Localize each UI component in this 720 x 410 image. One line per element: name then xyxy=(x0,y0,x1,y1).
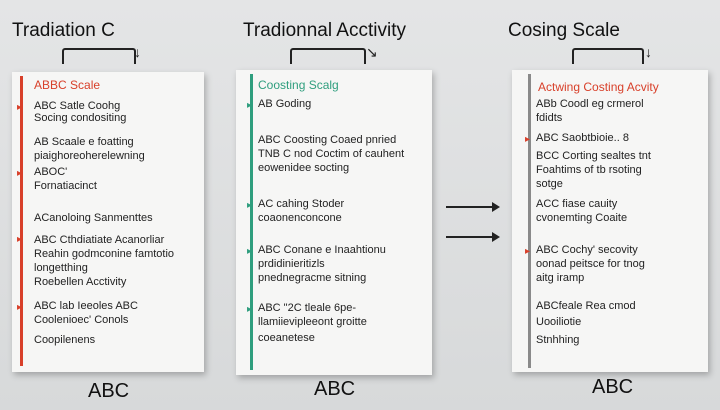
list-item: ACanoloing Sanmenttes xyxy=(34,212,153,224)
column-1-title: Tradiation C xyxy=(12,20,115,41)
list-item: piaighoreoherelewning xyxy=(34,150,145,162)
list-item: ABOC' xyxy=(34,166,68,178)
timeline-marker-icon: ▸ xyxy=(17,302,23,313)
column-3-bracket xyxy=(572,48,644,64)
column-3-title: Cosing Scale xyxy=(508,20,620,41)
list-item: Coolenioec' Conols xyxy=(34,314,129,326)
list-item: ABC Satle Coohg xyxy=(34,100,121,112)
list-item: coaonenconcone xyxy=(258,212,342,224)
list-item: Coopilenens xyxy=(34,334,96,346)
list-item: eowenidee socting xyxy=(258,162,350,174)
column-1-heading: ABBC Scale xyxy=(34,78,101,92)
list-item: Socing condositing xyxy=(34,112,127,124)
list-item: longetthing xyxy=(34,262,88,274)
column-3-card: Actwing Costing Acvity ABb Coodl eg crme… xyxy=(512,70,708,372)
list-item: sotge xyxy=(536,178,563,190)
timeline-marker-icon: ▸ xyxy=(525,134,531,145)
list-item: BCC Corting sealtes tnt xyxy=(536,150,651,162)
list-item: ACC fiase cauity xyxy=(536,198,618,210)
timeline-marker-icon: ▸ xyxy=(247,100,253,111)
timeline-marker-icon: ▸ xyxy=(247,200,253,211)
list-item: cvonemting Coaite xyxy=(536,212,628,224)
list-item: Uooiliotie xyxy=(536,316,582,328)
list-item: ABCfeale Rea cmod xyxy=(536,300,636,312)
timeline-marker-icon: ▸ xyxy=(525,246,531,257)
column-1-card: ABBC Scale ABC Satle Coohg Socing condos… xyxy=(12,72,204,372)
connector-arrow-icon xyxy=(446,232,500,242)
timeline-marker-icon: ▸ xyxy=(247,246,253,257)
column-1-footer: ABC xyxy=(88,380,130,402)
column-3-timeline xyxy=(528,74,531,368)
list-item: aitg iramp xyxy=(536,272,585,284)
list-item: ABC Conane e Inaahtionu xyxy=(258,244,386,256)
list-item: Reahin godmconine famtotio xyxy=(34,248,175,260)
column-2-timeline xyxy=(250,74,253,370)
list-item: AC cahing Stoder xyxy=(258,198,345,210)
list-item: llamiievipleeont groitte xyxy=(258,316,367,328)
list-item: oonad peitsce for tnog xyxy=(536,258,645,270)
column-1-timeline xyxy=(20,76,23,366)
column-2-arrow-icon: ↘ xyxy=(366,44,378,60)
column-1-bracket xyxy=(62,48,136,64)
list-item: ABC Cochy' secovity xyxy=(536,244,638,256)
column-2-heading: Coosting Scalg xyxy=(258,78,339,92)
column-1-arrow-icon: ↓ xyxy=(134,44,141,60)
list-item: Foahtims of tb rsoting xyxy=(536,164,642,176)
list-item: ABC Coosting Coaed pnried xyxy=(258,134,397,146)
list-item: Roebellen Acctivity xyxy=(34,276,127,288)
list-item: AB Scaale e foatting xyxy=(34,136,134,148)
list-item: Fornatiacinct xyxy=(34,180,97,192)
timeline-marker-icon: ▸ xyxy=(17,234,23,245)
column-3-heading: Actwing Costing Acvity xyxy=(538,80,659,94)
connector-arrow-icon xyxy=(446,202,500,212)
list-item: ABC Cthdiatiate Acanorliar xyxy=(34,234,165,246)
list-item: ABC lab Ieeoles ABC xyxy=(34,300,138,312)
list-item: TNB C nod Coctim of cauhent xyxy=(258,148,405,160)
timeline-marker-icon: ▸ xyxy=(247,304,253,315)
column-3-arrow-icon: ↓ xyxy=(645,44,652,60)
list-item: prdidinieritizls xyxy=(258,258,325,270)
column-2-footer: ABC xyxy=(314,378,356,400)
list-item: fdidts xyxy=(536,112,563,124)
column-2-card: Coosting Scalg AB Goding ABC Coosting Co… xyxy=(236,70,432,375)
list-item: ABC "2C tleale 6pe- xyxy=(258,302,357,314)
timeline-marker-icon: ▸ xyxy=(17,102,23,113)
timeline-marker-icon: ▸ xyxy=(17,168,23,179)
list-item: pnednegracme sitning xyxy=(258,272,367,284)
list-item: coeanetese xyxy=(258,332,315,344)
list-item: Stnhhing xyxy=(536,334,580,346)
column-3-footer: ABC xyxy=(592,376,634,398)
column-2-title: Tradionnal Acctivity xyxy=(243,20,406,41)
list-item: AB Goding xyxy=(258,98,312,110)
list-item: ABb Coodl eg crmerol xyxy=(536,98,644,110)
column-2-bracket xyxy=(290,48,366,64)
list-item: ABC Saobtbioie.. 8 xyxy=(536,132,629,144)
